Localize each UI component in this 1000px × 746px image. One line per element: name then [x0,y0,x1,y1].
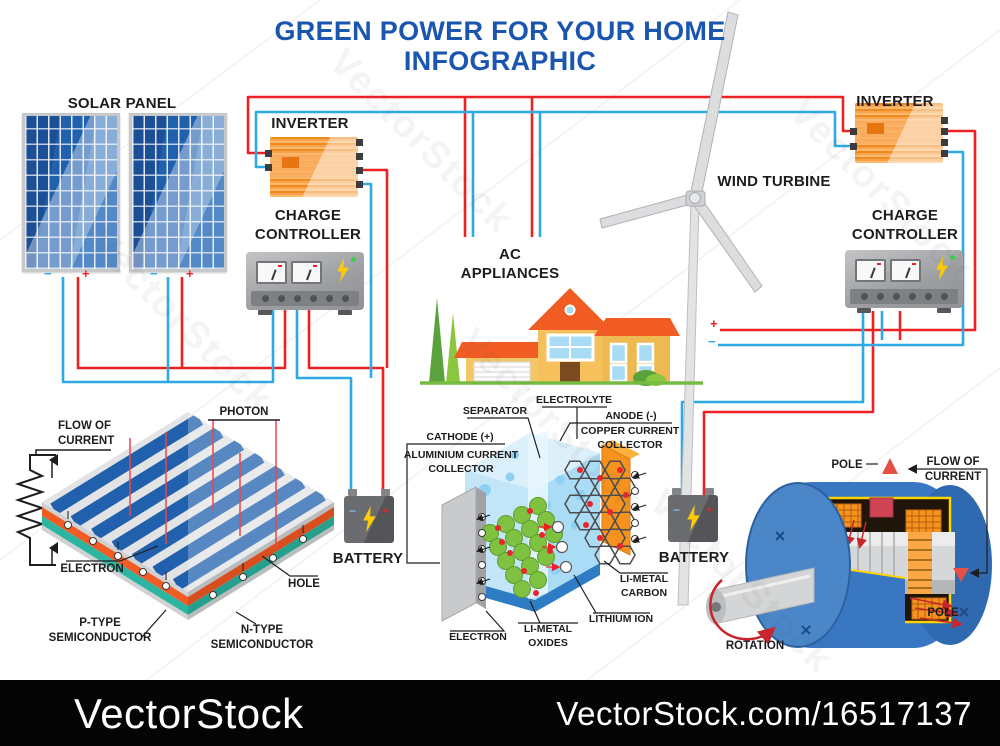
svg-text:SEMICONDUCTOR: SEMICONDUCTOR [211,639,314,651]
battery-plus: + [705,503,713,517]
voltmeter [256,261,287,284]
ac-appliances-label: AC APPLIANCES [460,246,560,282]
battery-minus: − [673,503,681,517]
battery-right: − + [668,488,718,542]
pv-cell-diagram: FLOW OF CURRENT PHOTON ELECTRON HOLE P-T… [14,406,334,651]
svg-text:OXIDES: OXIDES [528,637,568,649]
electron-label: ELECTRON [60,563,123,575]
terminal-strip [251,291,359,306]
terminal-strip [850,289,958,304]
svg-text:COLLECTOR: COLLECTOR [597,439,663,451]
inverter-chip [282,157,299,168]
charge-controller-right-label: CHARGE CONTROLLER [851,207,959,243]
ammeter [291,261,322,284]
generator-flow-label: FLOW OF [926,456,979,468]
panel1-plus: + [82,266,90,281]
inverter-right-label: INVERTER [856,93,934,110]
turbine-plus: + [710,316,718,331]
battery-left-label: BATTERY [332,550,404,567]
battery-right-label: BATTERY [658,549,730,566]
inverter-chip [867,123,884,134]
separator-label: SEPARATOR [463,405,528,417]
cathode-label: CATHODE (+) [426,431,493,443]
lithium-ion-label: LITHIUM ION [589,613,653,625]
hole-label: HOLE [288,578,320,590]
lightning-icon [363,506,376,532]
flow-of-current-label: FLOW OF [58,420,111,432]
inverter-left-label: INVERTER [271,115,349,132]
wind-turbine-label: WIND TURBINE [717,173,831,190]
svg-text:CARBON: CARBON [621,587,667,599]
li-ion-battery-diagram: SEPARATOR ELECTROLYTE ANODE (-) COPPER C… [404,394,680,649]
panel1-minus: − [44,266,52,281]
vectorstock-logo: VectorStock [74,690,304,737]
voltmeter [855,259,886,282]
charge-controller-right [845,250,963,313]
li-metal-oxides-label: LI-METAL [524,623,573,635]
charge-controller-left-label: CHARGE CONTROLLER [254,207,362,243]
svg-text:SEMICONDUCTOR: SEMICONDUCTOR [49,632,152,644]
p-type-label: P-TYPE [79,617,121,629]
electrolyte-label: ELECTROLYTE [536,394,612,406]
inverter-left [265,137,363,197]
pole-bottom-label: POLE [927,607,959,619]
lightning-icon [337,258,349,282]
turbine-minus: − [708,334,716,349]
ammeter [890,259,921,282]
footer-bar: VectorStock VectorStock.com/16517137 [0,680,1000,746]
page-title: GREEN POWER FOR YOUR HOME [274,16,726,46]
svg-text:COLLECTOR: COLLECTOR [428,463,494,475]
status-led [351,257,356,262]
charge-controller-left [246,252,364,315]
panel2-minus: − [150,266,158,281]
photon-label: PHOTON [220,406,269,418]
panel2-plus: + [186,266,194,281]
house-illustration [420,288,703,386]
solar-panel-right [129,113,227,272]
electron-label: ELECTRON [449,631,507,643]
svg-text:COPPER CURRENT: COPPER CURRENT [581,425,680,437]
anode-label: ANODE (-) [605,410,656,422]
svg-text:CURRENT: CURRENT [925,471,981,483]
solar-panel-label: SOLAR PANEL [67,95,177,112]
lightning-icon [936,256,948,280]
vectorstock-url[interactable]: VectorStock.com/16517137 [556,695,972,732]
svg-text:ALUMINIUM CURRENT: ALUMINIUM CURRENT [404,449,519,461]
battery-plus: + [381,504,389,518]
inverter-right [850,103,948,163]
battery-left: − + [344,489,394,543]
status-led [950,255,955,260]
n-type-label: N-TYPE [241,624,284,636]
rotation-label: ROTATION [726,640,784,652]
page-subtitle: INFOGRAPHIC [403,46,597,76]
li-metal-carbon-label: LI-METAL [620,573,669,585]
svg-text:CURRENT: CURRENT [58,435,114,447]
pole-top-label: POLE [831,459,863,471]
generator-diagram: POLE FLOW OF CURRENT POLE ROTATION [706,456,992,652]
battery-minus: − [349,504,357,518]
solar-panel-left [22,113,120,272]
